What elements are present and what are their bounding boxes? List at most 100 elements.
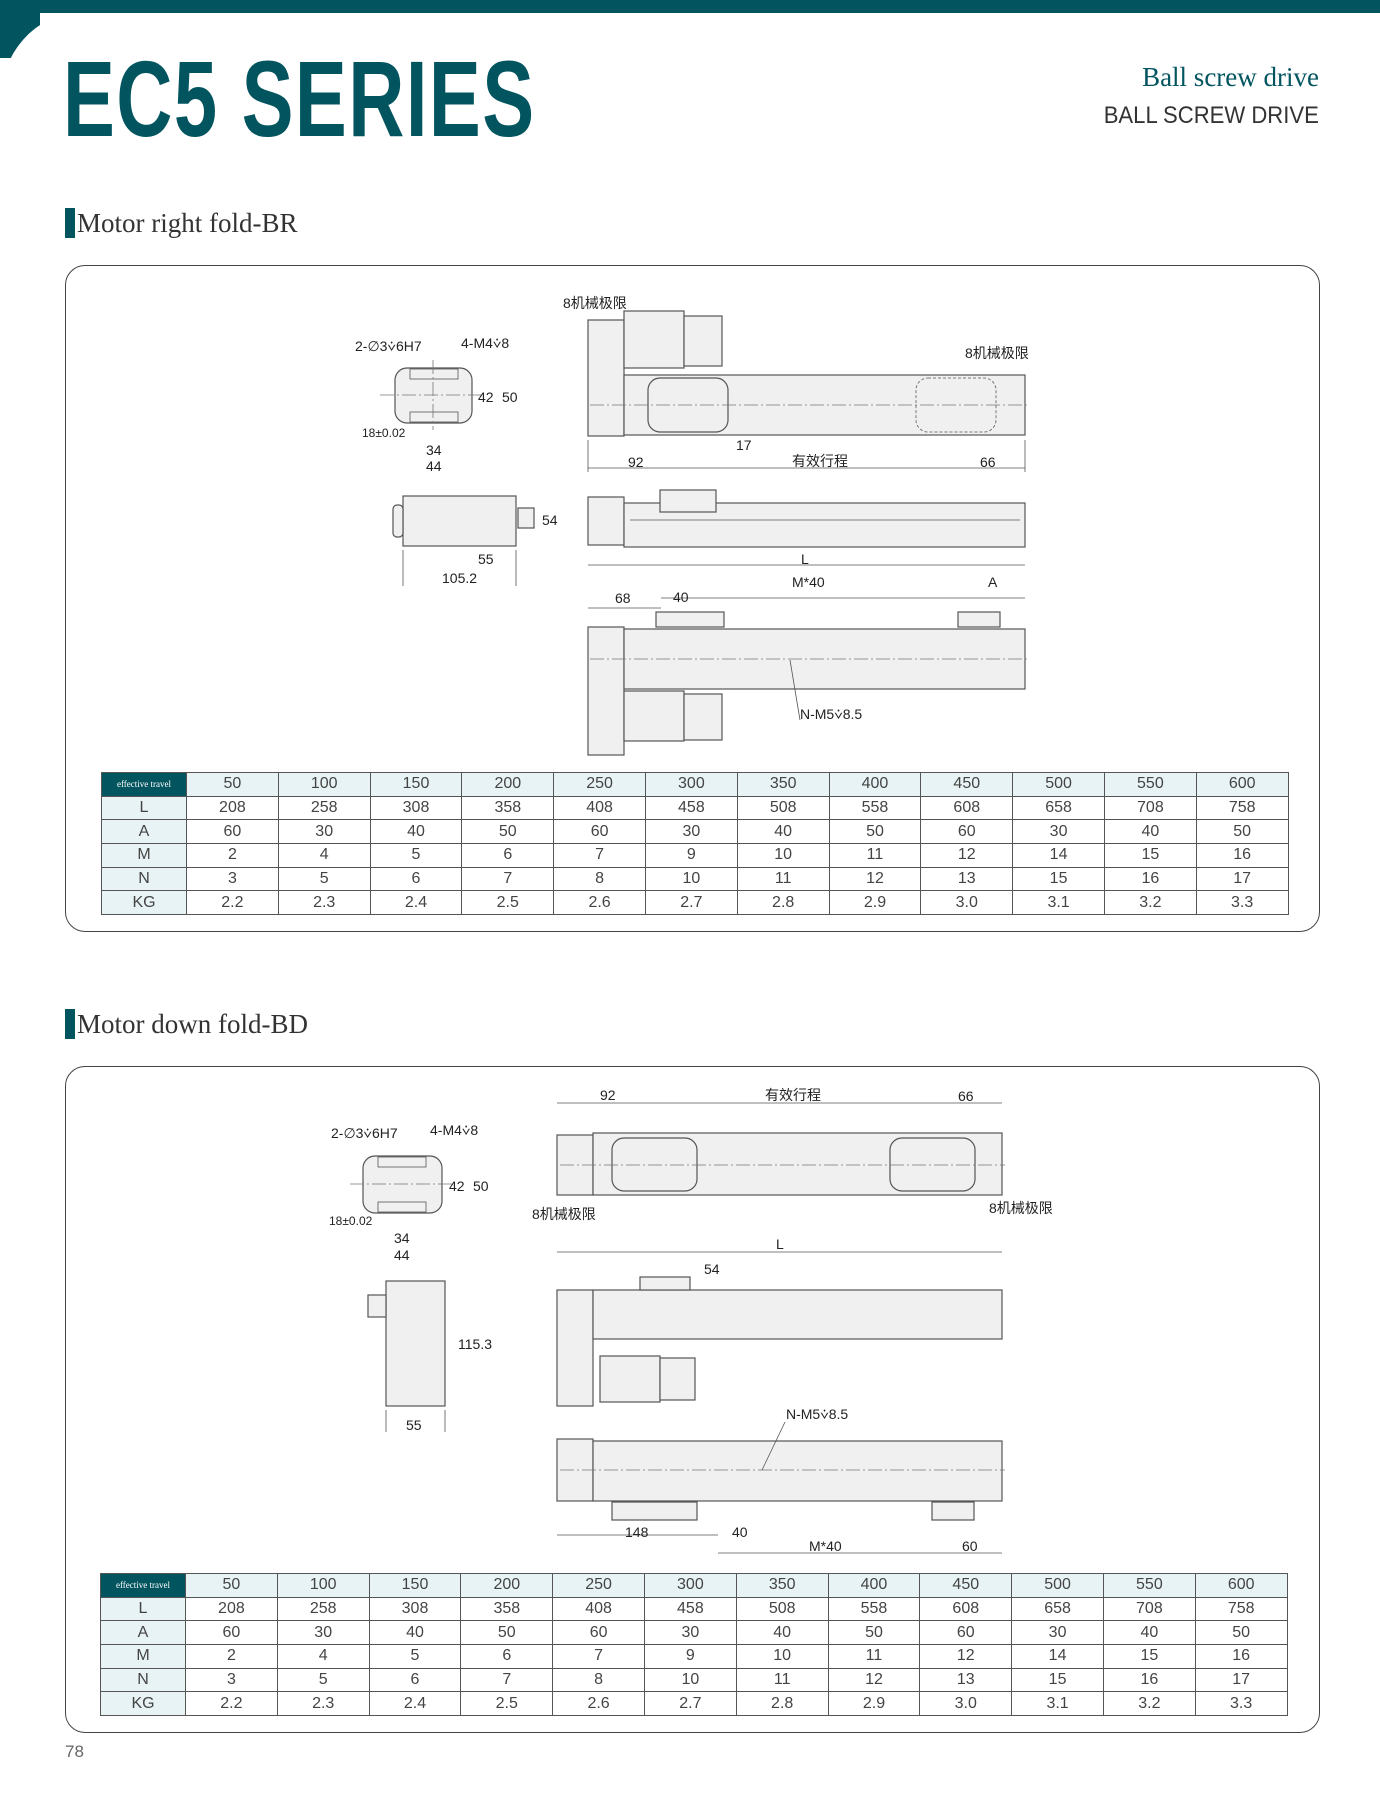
- table-cell: 5: [369, 843, 463, 868]
- row-label: N: [100, 1667, 186, 1693]
- table-cell: 12: [827, 1667, 921, 1693]
- table-cell: 3.3: [1195, 890, 1289, 916]
- table-cell: 15: [1102, 1644, 1196, 1669]
- table-cell: 11: [828, 843, 922, 868]
- table-cell: 50: [461, 819, 555, 845]
- table-header-label: effective travel: [101, 772, 187, 797]
- table-cell: 10: [735, 1644, 829, 1669]
- table-cell: 2.4: [369, 890, 463, 916]
- travel-cell: 50: [186, 772, 279, 797]
- table-cell: 16: [1102, 1667, 1196, 1693]
- table-cell: 5: [368, 1644, 462, 1669]
- table-cell: 358: [461, 795, 555, 821]
- travel-cell: 50: [185, 1573, 278, 1598]
- subtitle-caps: BALL SCREW DRIVE: [1103, 102, 1319, 129]
- table-cell: 7: [460, 1667, 554, 1693]
- table-cell: 40: [369, 819, 463, 845]
- table-cell: 60: [185, 1620, 278, 1646]
- travel-cell: 600: [1195, 772, 1289, 797]
- corner-decoration: [0, 13, 80, 103]
- travel-cell: 450: [919, 1573, 1013, 1598]
- table-cell: 40: [1102, 1620, 1196, 1646]
- table-cell: 17: [1194, 1667, 1288, 1693]
- table-cell: 2.4: [368, 1691, 462, 1717]
- row-label: KG: [101, 890, 187, 916]
- table-cell: 758: [1195, 795, 1289, 821]
- table-cell: 708: [1103, 795, 1197, 821]
- table-cell: 16: [1103, 866, 1197, 892]
- table-cell: 708: [1102, 1596, 1196, 1622]
- table-cell: 3.3: [1194, 1691, 1288, 1717]
- table-cell: 30: [644, 819, 738, 845]
- table-cell: 6: [369, 866, 463, 892]
- section-heading-br: Motor right fold-BR: [65, 208, 298, 238]
- table-cell: 3: [185, 1667, 278, 1693]
- table-cell: 208: [185, 1596, 278, 1622]
- table-cell: 10: [643, 1667, 737, 1693]
- section-heading-bd: Motor down fold-BD: [65, 1009, 308, 1039]
- table-cell: 358: [460, 1596, 554, 1622]
- travel-cell: 200: [460, 1573, 554, 1598]
- travel-cell: 400: [828, 772, 922, 797]
- row-label: N: [101, 866, 187, 892]
- table-cell: 258: [277, 795, 371, 821]
- table-cell: 60: [552, 1620, 645, 1646]
- travel-cell: 100: [277, 772, 371, 797]
- table-cell: 2.5: [460, 1691, 554, 1717]
- table-cell: 2.6: [552, 1691, 645, 1717]
- row-label: KG: [100, 1691, 186, 1717]
- travel-cell: 350: [736, 772, 830, 797]
- travel-cell: 450: [920, 772, 1014, 797]
- table-cell: 12: [920, 843, 1014, 868]
- travel-cell: 400: [827, 1573, 921, 1598]
- travel-cell: 550: [1102, 1573, 1196, 1598]
- page-number: 78: [65, 1742, 84, 1761]
- table-cell: 60: [553, 819, 646, 845]
- table-header-label: effective travel: [100, 1573, 186, 1598]
- row-label: M: [101, 843, 187, 868]
- table-cell: 8: [552, 1667, 645, 1693]
- travel-cell: 150: [369, 772, 463, 797]
- table-cell: 12: [919, 1644, 1013, 1669]
- table-cell: 558: [828, 795, 922, 821]
- table-cell: 60: [920, 819, 1014, 845]
- table-cell: 12: [828, 866, 922, 892]
- row-label: M: [100, 1644, 186, 1669]
- table-cell: 30: [276, 1620, 370, 1646]
- table-cell: 2.9: [828, 890, 922, 916]
- table-cell: 2.9: [827, 1691, 921, 1717]
- table-cell: 2.7: [644, 890, 738, 916]
- table-cell: 658: [1011, 1596, 1104, 1622]
- table-cell: 758: [1194, 1596, 1288, 1622]
- table-cell: 11: [736, 866, 830, 892]
- table-cell: 30: [643, 1620, 737, 1646]
- table-cell: 2.7: [643, 1691, 737, 1717]
- travel-cell: 150: [368, 1573, 462, 1598]
- subtitle: Ball screw drive: [1142, 62, 1319, 92]
- table-cell: 6: [368, 1667, 462, 1693]
- table-cell: 3.0: [919, 1691, 1013, 1717]
- table-cell: 40: [1103, 819, 1197, 845]
- table-cell: 17: [1195, 866, 1289, 892]
- table-cell: 50: [827, 1620, 921, 1646]
- table-cell: 408: [552, 1596, 645, 1622]
- table-cell: 6: [461, 843, 555, 868]
- row-label: A: [100, 1620, 186, 1646]
- table-cell: 16: [1194, 1644, 1288, 1669]
- table-cell: 50: [828, 819, 922, 845]
- table-cell: 13: [920, 866, 1014, 892]
- table-cell: 458: [644, 795, 738, 821]
- travel-cell: 500: [1011, 1573, 1104, 1598]
- table-cell: 9: [644, 843, 738, 868]
- travel-cell: 250: [553, 772, 646, 797]
- travel-cell: 100: [276, 1573, 370, 1598]
- travel-cell: 250: [552, 1573, 645, 1598]
